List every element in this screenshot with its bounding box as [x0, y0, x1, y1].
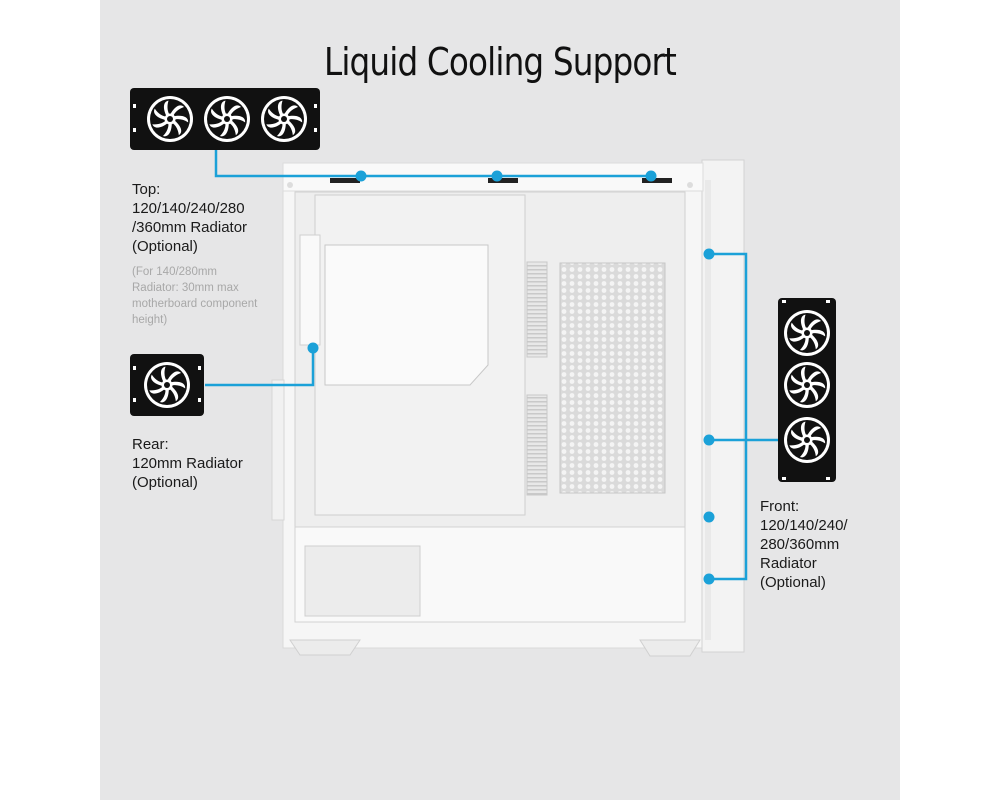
pc-case-image	[271, 159, 745, 657]
rear-radiator-icon	[130, 354, 204, 416]
rear-radiator-label: Rear: 120mm Radiator (Optional)	[132, 436, 243, 491]
front-radiator-label: Front: 120/140/240/ 280/360mm Radiator (…	[760, 498, 848, 591]
callout-lines	[205, 150, 778, 581]
callout-dots	[307, 170, 715, 585]
top-radiator-note: (For 140/280mm Radiator: 30mm max mother…	[132, 266, 258, 326]
top-radiator-icon	[130, 88, 320, 150]
top-radiator-label: Top: 120/140/240/280 /360mm Radiator (Op…	[132, 181, 248, 255]
page-title: Liquid Cooling Support	[323, 40, 677, 84]
front-radiator-icon	[778, 298, 836, 482]
